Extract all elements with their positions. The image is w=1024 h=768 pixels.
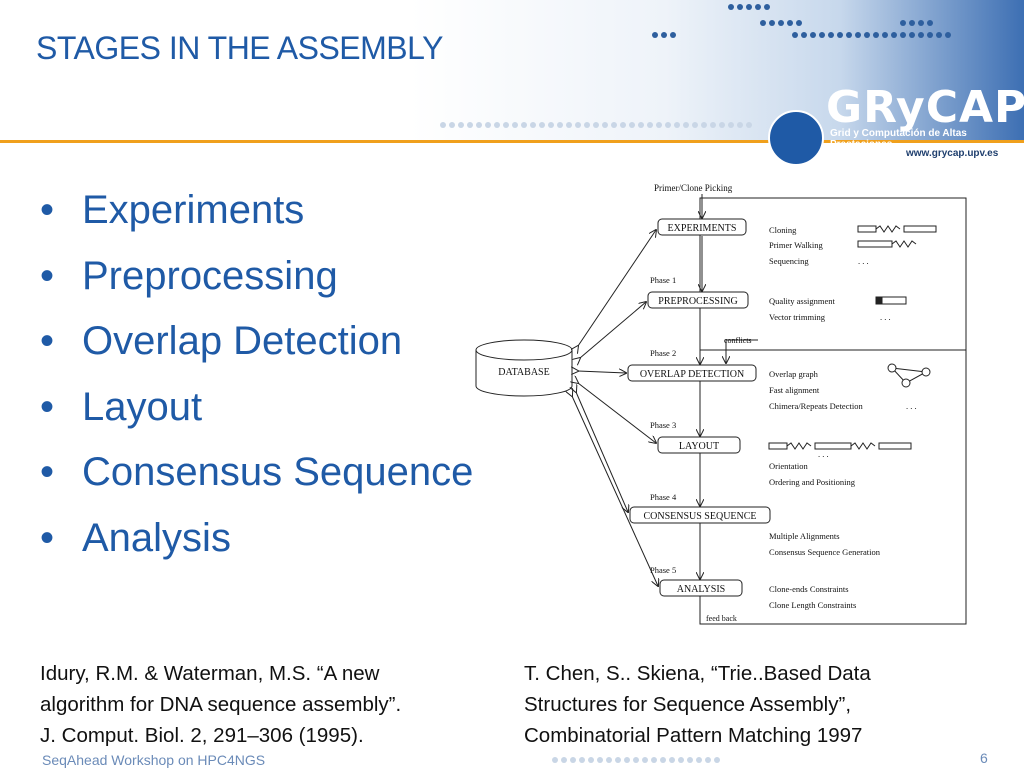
bullet-icon: • [40,319,55,363]
list-item: •Overlap Detection [40,319,403,363]
stage-label: CONSENSUS SEQUENCE [643,511,756,522]
stage-box-overlap [627,364,757,382]
diagram-frame [699,197,967,625]
logo-text: GRyCAP [826,82,1024,133]
phase-label: Phase 1 [650,275,676,285]
logo-subtitle: Grid y Computación de Altas Prestaciones [830,128,967,150]
detail-text: Overlap graph [769,369,819,379]
detail-text: Clone Length Constraints [769,600,856,610]
website-url: www.grycap.upv.es [906,148,999,159]
stage-box-analysis [659,579,743,597]
bullet-icon: • [40,188,55,232]
decor-dots [900,20,933,26]
ellipsis: . . . [880,312,891,322]
decor-dots [440,122,752,128]
list-item: •Preprocessing [40,253,338,298]
detail-text: Cloning [769,225,797,235]
list-item: •Layout [40,384,203,429]
db-arrow [580,302,646,358]
detail-text: Vector trimming [769,312,826,322]
detail-text: Multiple Alignments [769,531,840,541]
detail-text: Ordering and Positioning [769,477,856,487]
globe-icon [768,110,824,166]
stage-list: •Experiments •Preprocessing •Overlap Det… [40,188,473,581]
detail-text: Orientation [769,461,808,471]
feedback-label: feed back [706,614,737,623]
stage-box-experiments [657,218,747,236]
list-item: •Consensus Sequence [40,450,474,494]
ellipsis: . . . [906,401,917,411]
quality-glyph [875,296,907,305]
reference-right: T. Chen, S.. Skiena, “Trie..Based Data S… [524,662,871,747]
list-item: •Analysis [40,515,231,560]
ellipsis: . . . [858,256,869,266]
database-icon [475,339,573,397]
grycap-logo: GRyCAP Grid y Computación de Altas Prest… [760,82,1024,166]
ellipsis: . . . [818,449,829,459]
phase-label: Phase 3 [650,420,676,430]
page-title: STAGES IN THE ASSEMBLY [36,30,443,66]
conflicts-label: conflicts [724,336,752,345]
decor-dots [728,4,770,10]
database-label: DATABASE [498,367,549,378]
decor-dots [792,32,951,38]
db-arrow [578,371,626,373]
detail-text: Sequencing [769,256,809,266]
stage-label: LAYOUT [679,441,719,452]
assembly-diagram: Primer/Clone Picking EXPERIMENTS PREPROC… [475,183,967,625]
bullet-icon: • [40,450,55,494]
db-arrow [576,392,628,512]
detail-text: Fast alignment [769,385,820,395]
conflicts-arrow [726,339,758,363]
primer-walking-glyph [857,240,917,248]
top-label: Primer/Clone Picking [654,183,733,193]
list-item: •Experiments [40,188,305,232]
detail-text: Quality assignment [769,296,836,306]
bullet-icon: • [40,384,55,429]
stage-label: OVERLAP DETECTION [640,369,744,380]
stage-label: PREPROCESSING [658,296,737,307]
overlap-graph-icon [887,363,931,388]
stage-label: ANALYSIS [677,584,725,595]
reference-left: Idury, R.M. & Waterman, M.S. “A new algo… [40,662,402,747]
detail-text: Primer Walking [769,240,823,250]
cloning-glyph [857,225,937,233]
phase-label: Phase 4 [650,492,677,502]
layout-glyph [768,442,912,450]
decor-dots [552,757,720,763]
page-number: 6 [980,750,988,766]
db-arrow [572,396,658,586]
header-divider [0,140,1024,143]
db-arrow [578,230,656,346]
detail-text: Consensus Sequence Generation [769,547,881,557]
detail-text: Clone-ends Constraints [769,584,849,594]
decor-dots [652,32,676,38]
detail-text: Chimera/Repeats Detection [769,401,863,411]
phase-label: Phase 5 [650,565,676,575]
bullet-icon: • [40,515,55,560]
decor-dots [760,20,802,26]
footer-text: SeqAhead Workshop on HPC4NGS [42,752,266,768]
header-banner [0,0,1024,142]
bullet-icon: • [40,253,55,298]
stage-label: EXPERIMENTS [668,223,737,234]
phase-label: Phase 2 [650,348,676,358]
